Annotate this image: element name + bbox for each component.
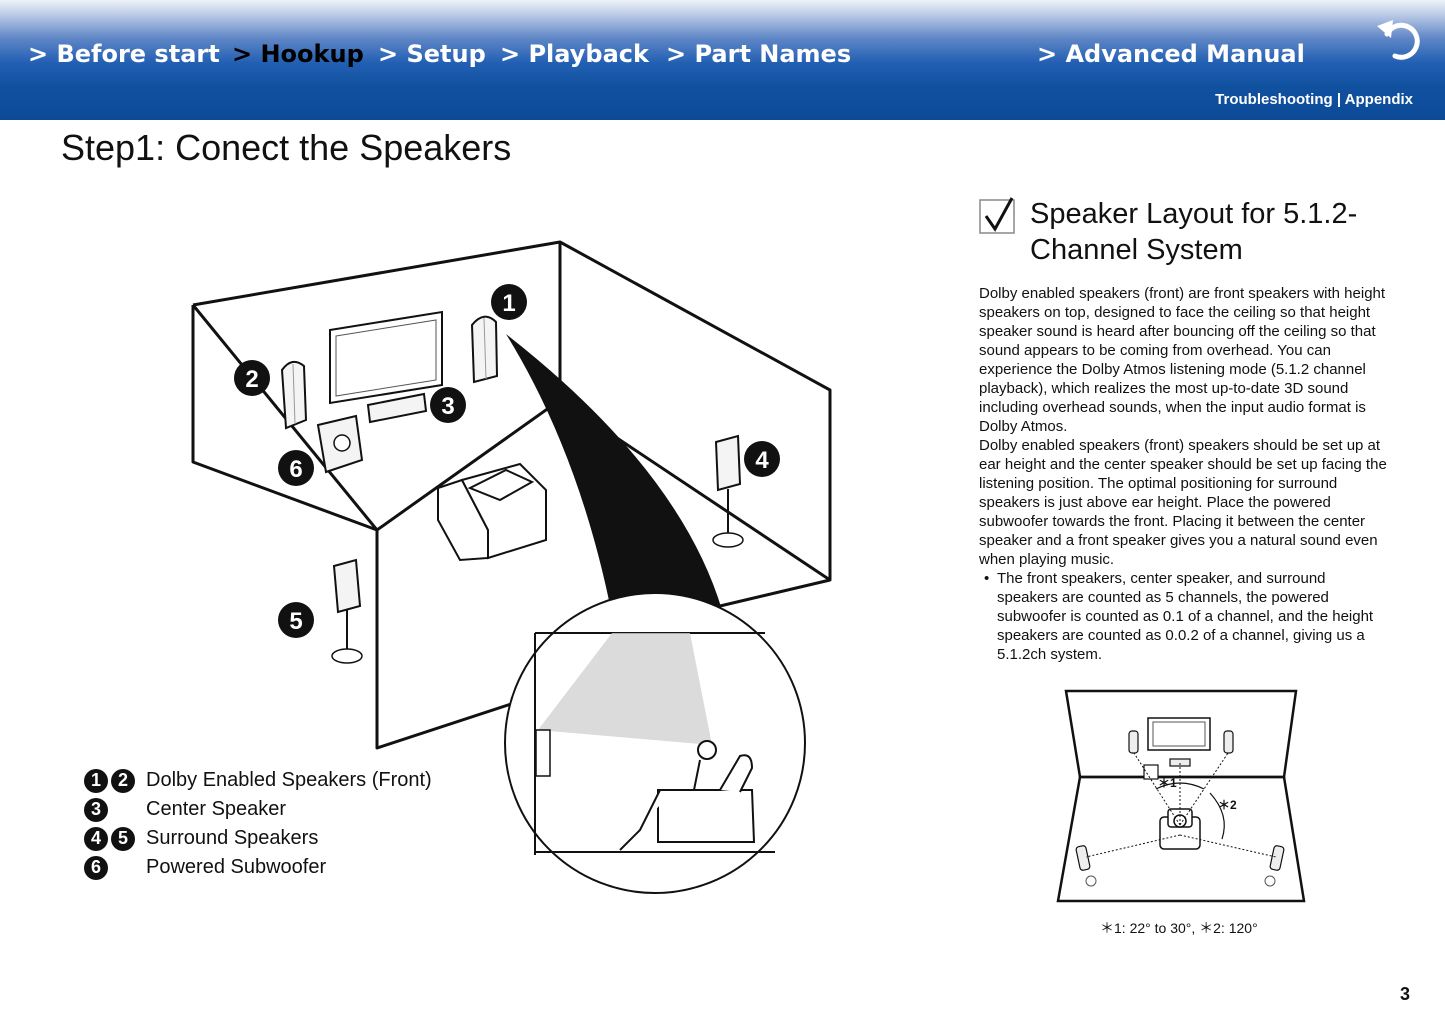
layout-diagram-caption: ＊1: 22° to 30°, ＊2: 120°: [1100, 920, 1258, 936]
legend-badge: 5: [111, 826, 135, 851]
surround-right-speaker-icon: [1269, 845, 1285, 871]
layout-diagram: ＊1 ＊2: [1056, 689, 1306, 903]
legend-row-front: 1 2 Dolby Enabled Speakers (Front): [84, 766, 432, 795]
angle-label-2: ＊2: [1218, 798, 1237, 812]
surround-speaker-right-icon: [712, 434, 744, 548]
nav-setup[interactable]: > Setup: [378, 40, 486, 68]
center-speaker-icon: [366, 392, 428, 424]
legend-badge: 3: [84, 797, 108, 822]
appendix-link[interactable]: Appendix: [1344, 91, 1413, 108]
paragraph-dolby-enabled: Dolby enabled speakers (front) are front…: [979, 285, 1386, 435]
legend-label: Dolby Enabled Speakers (Front): [146, 769, 432, 791]
nav-before-start[interactable]: > Before start: [28, 40, 220, 68]
front-left-speaker-icon: [1128, 730, 1139, 754]
paragraph-placement: Dolby enabled speakers (front) speakers …: [979, 437, 1387, 568]
front-speaker-right-icon: [470, 315, 499, 384]
legend-label: Surround Speakers: [146, 827, 319, 849]
surround-left-speaker-icon: [1075, 845, 1091, 871]
listener-in-chair-icon: [619, 740, 756, 851]
svg-text:2: 2: [245, 366, 258, 393]
legend-label: Center Speaker: [146, 798, 287, 820]
armchair-icon: [437, 462, 547, 562]
svg-text:6: 6: [289, 456, 302, 483]
marker-5: 5: [278, 602, 314, 638]
svg-text:1: 1: [502, 290, 515, 317]
listener-chair-icon: [1159, 808, 1201, 850]
troubleshooting-link[interactable]: Troubleshooting: [1215, 91, 1333, 108]
angle-arc-2: [1209, 792, 1225, 840]
zoom-circle: [504, 592, 806, 894]
tv-icon: [329, 310, 443, 405]
sound-beam: [506, 334, 722, 660]
sub-links: Troubleshooting | Appendix: [1215, 91, 1413, 108]
speaker-legend: 1 2 Dolby Enabled Speakers (Front) 3 Cen…: [84, 766, 432, 882]
section-body: Dolby enabled speakers (front) are front…: [979, 284, 1389, 664]
bullet-channel-count: • The front speakers, center speaker, an…: [979, 569, 1389, 664]
link-separator: |: [1332, 91, 1345, 108]
center-speaker-icon: [1169, 758, 1191, 767]
subwoofer-icon: [1143, 764, 1159, 780]
bullet-text: The front speakers, center speaker, and …: [997, 570, 1374, 663]
front-right-speaker-icon: [1223, 730, 1234, 754]
legend-label: Powered Subwoofer: [146, 856, 327, 878]
subwoofer-icon: [316, 414, 364, 474]
angle-arc-1: [1155, 782, 1205, 790]
nav-part-names[interactable]: > Part Names: [666, 40, 852, 68]
legend-badge: 4: [84, 826, 108, 851]
marker-6: 6: [278, 450, 314, 486]
legend-row-surround: 4 5 Surround Speakers: [84, 824, 432, 853]
svg-text:3: 3: [441, 393, 454, 420]
marker-4: 4: [744, 441, 780, 477]
section-title-line2: Channel System: [1030, 234, 1243, 266]
front-speaker-left-icon: [280, 360, 308, 430]
section-title: Speaker Layout for 5.1.2- Channel System: [1030, 196, 1410, 268]
nav-advanced-manual[interactable]: > Advanced Manual: [1037, 40, 1305, 68]
legend-row-subwoofer: 6 Powered Subwoofer: [84, 853, 432, 882]
bullet-dot: •: [984, 570, 990, 587]
page-number: 3: [1400, 984, 1411, 1004]
room-diagram: 1 2 3 4 5 6: [191, 240, 832, 894]
checkbox-check-icon: [979, 196, 1017, 234]
marker-1: 1: [491, 284, 527, 320]
svg-text:5: 5: [289, 608, 302, 635]
section-title-line1: Speaker Layout for 5.1.2-: [1030, 198, 1358, 230]
legend-row-center: 3 Center Speaker: [84, 795, 432, 824]
nav-hookup[interactable]: > Hookup: [232, 40, 364, 68]
header-bar: > Before start > Hookup > Setup > Playba…: [0, 0, 1445, 120]
nav-playback[interactable]: > Playback: [500, 40, 649, 68]
legend-badge: 2: [111, 768, 135, 793]
surround-speaker-left-icon: [331, 558, 363, 664]
marker-3: 3: [430, 387, 466, 423]
listening-angle-lines: [1085, 752, 1277, 858]
marker-2: 2: [234, 360, 270, 396]
svg-text:4: 4: [755, 447, 769, 474]
page-title: Step1: Conect the Speakers: [61, 127, 512, 168]
legend-badge: 1: [84, 768, 108, 793]
return-arrow-icon[interactable]: [1373, 16, 1427, 64]
legend-badge: 6: [84, 855, 108, 880]
angle-label-1: ＊1: [1158, 776, 1177, 790]
